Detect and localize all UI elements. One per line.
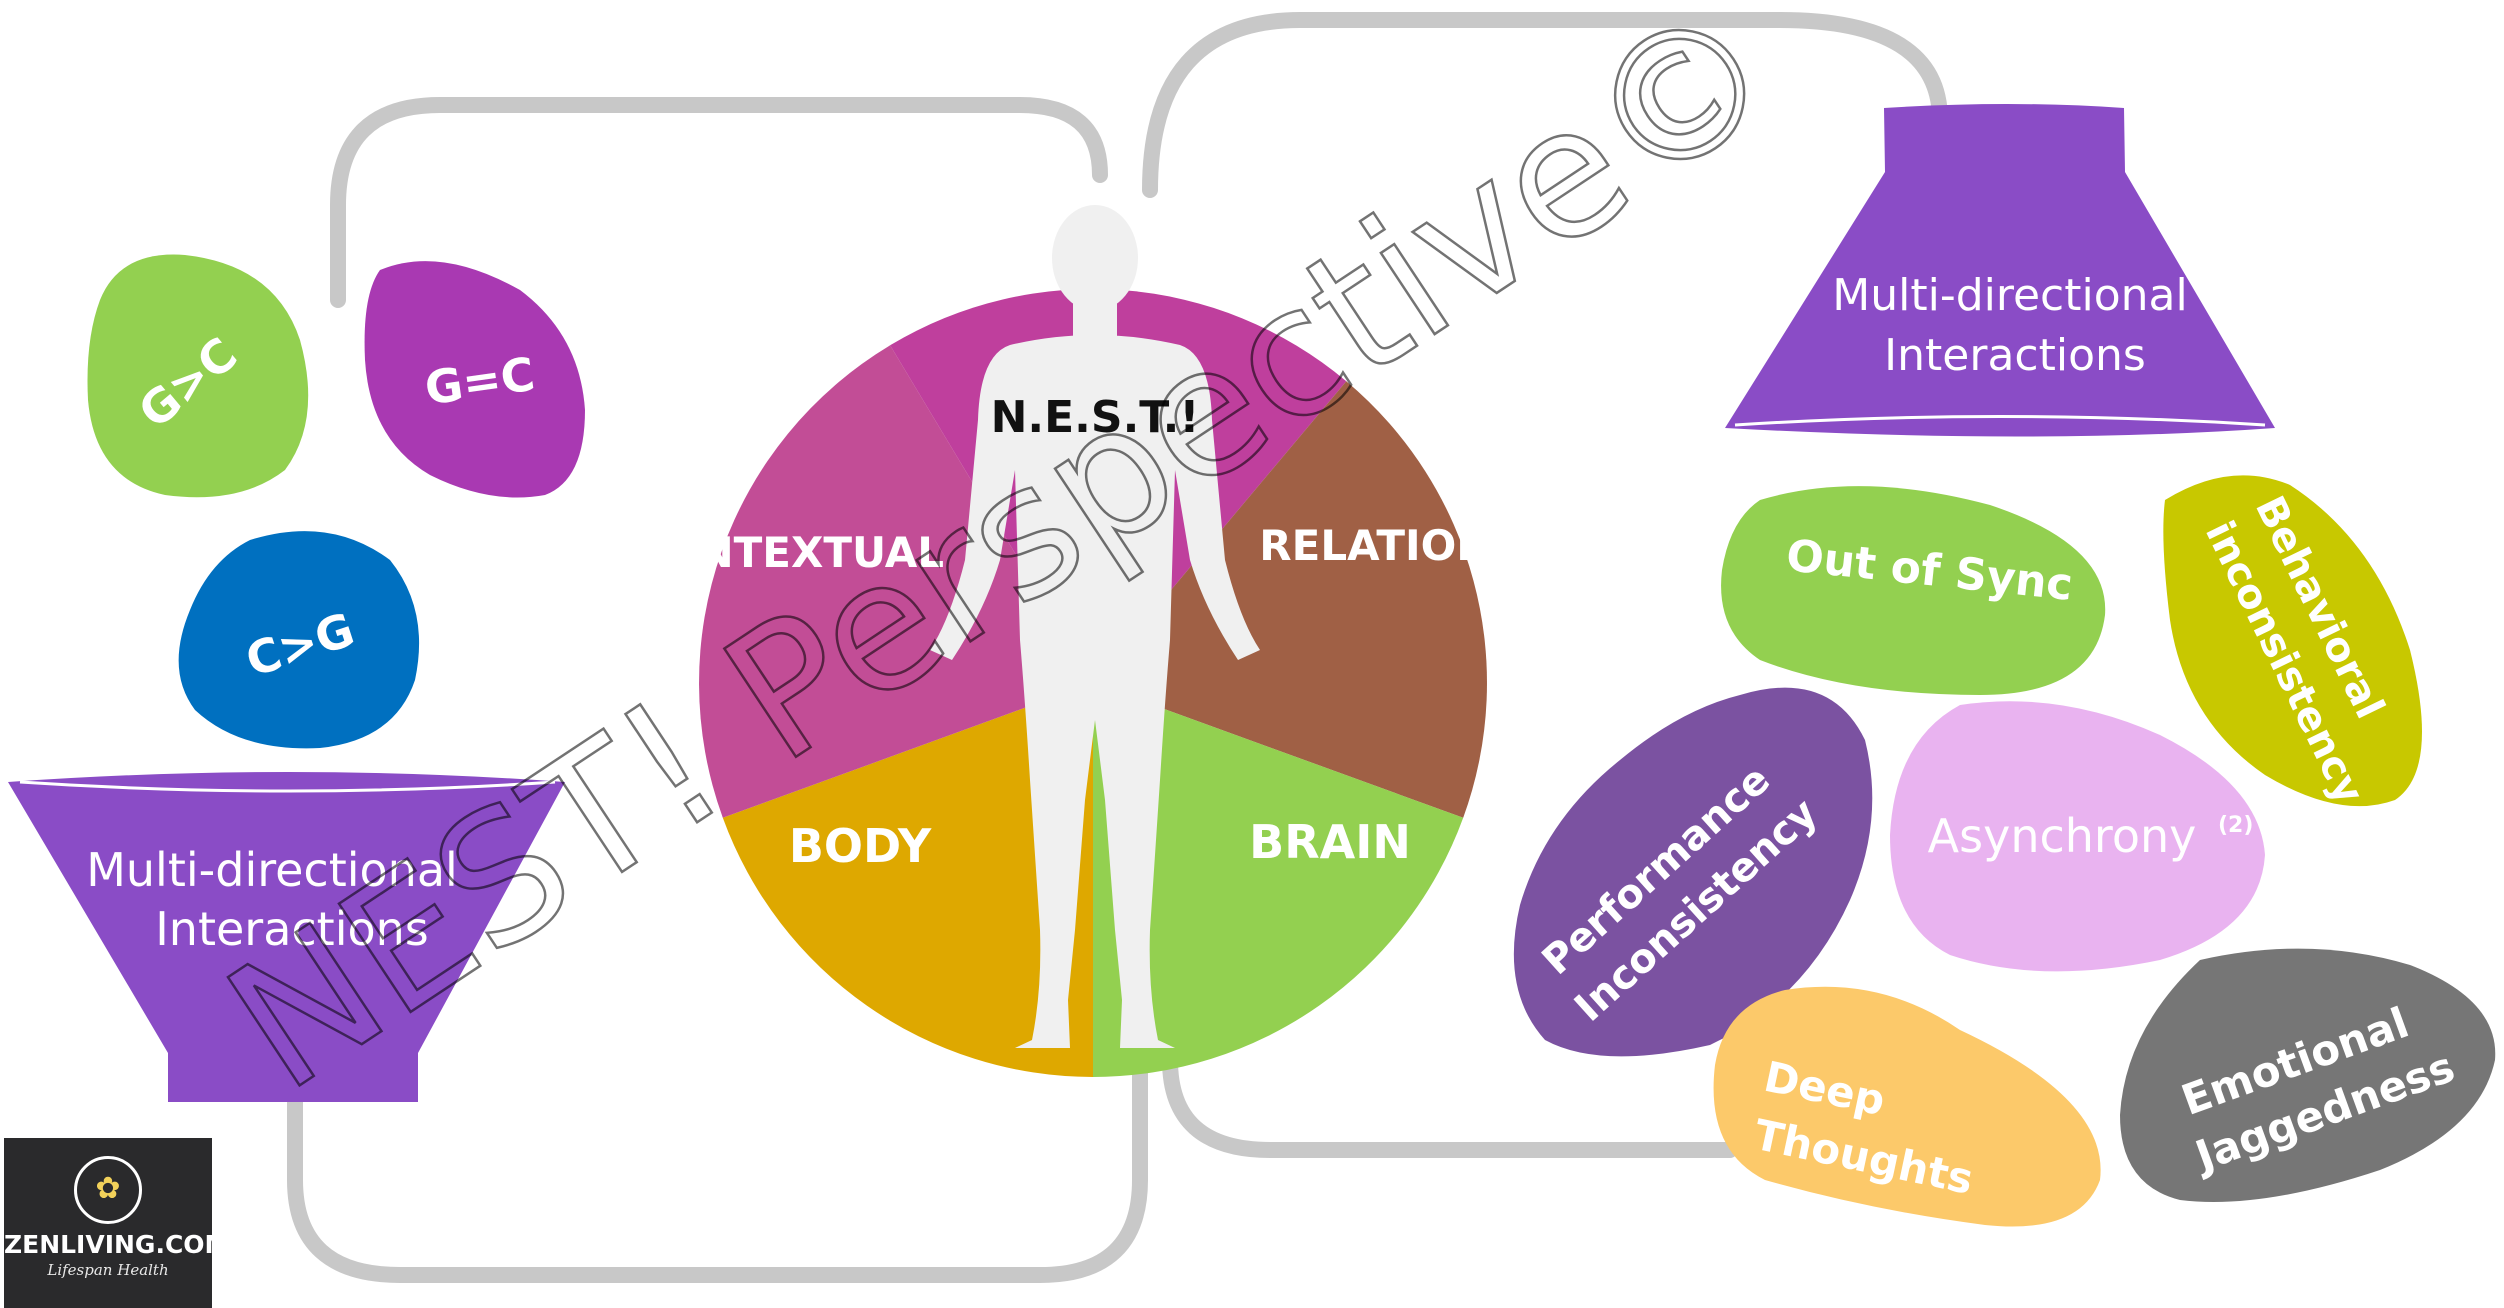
blob-deep-thoughts: Deep Thoughts: [1713, 986, 2101, 1227]
blob-label-asynchrony-sup: (2): [2218, 813, 2253, 838]
loop-top-left: [330, 97, 1108, 308]
loop-bottom-left: [287, 1022, 1148, 1283]
blob-out-of-sync: Out of Sync: [1721, 486, 2106, 695]
wheel-segment-relational: [1093, 381, 1487, 818]
blob-asynchrony: Asynchrony (2): [1890, 701, 2265, 972]
blob-c-greater-g: C>G: [178, 531, 420, 749]
logo-name: ZENLIVING.COM: [4, 1230, 230, 1259]
blob-g-greater-c: G>C: [87, 254, 309, 498]
segment-label-brain: BRAIN: [1249, 815, 1411, 869]
lotus-brain-icon: ✿: [74, 1156, 142, 1224]
connector-loops: [287, 11, 1948, 1283]
loop-bottom-right: [1162, 1052, 1738, 1158]
wheel-segment-brain: [1093, 683, 1464, 1077]
funnel-right-line2: Interactions: [1884, 330, 2146, 381]
segment-label-relational: RELATIONAL: [1259, 521, 1550, 570]
human-silhouette-icon: [930, 205, 1260, 1048]
nest-center-label: N.E.S.T.!: [991, 392, 1200, 443]
zenliving-logo: ✿ ZENLIVING.COM Lifespan Health: [4, 1138, 230, 1308]
wheel-segment-body: [722, 683, 1093, 1077]
funnel-right-line1: Multi-directional: [1832, 270, 2187, 321]
segment-label-body: BODY: [789, 819, 932, 873]
loop-top-right: [1142, 11, 1948, 198]
funnel-left-line1: Multi-directional: [86, 843, 458, 897]
wheel-segment-contextual: [699, 345, 1093, 818]
segment-label-mind: MIND: [1159, 231, 1305, 287]
blob-label-asynchrony: Asynchrony: [1928, 809, 2197, 863]
logo-tagline: Lifespan Health: [47, 1261, 169, 1279]
funnel-left-line2: Interactions: [155, 902, 429, 956]
blob-emotional-jaggedness: Emotional Jaggedness: [2120, 948, 2496, 1202]
blob-g-equals-c: G=C: [364, 261, 585, 498]
funnel-left: Multi-directional Interactions: [8, 772, 565, 1102]
funnel-right: Multi-directional Interactions: [1725, 104, 2275, 437]
segment-label-contextual: CONTEXTUAL: [632, 528, 944, 577]
